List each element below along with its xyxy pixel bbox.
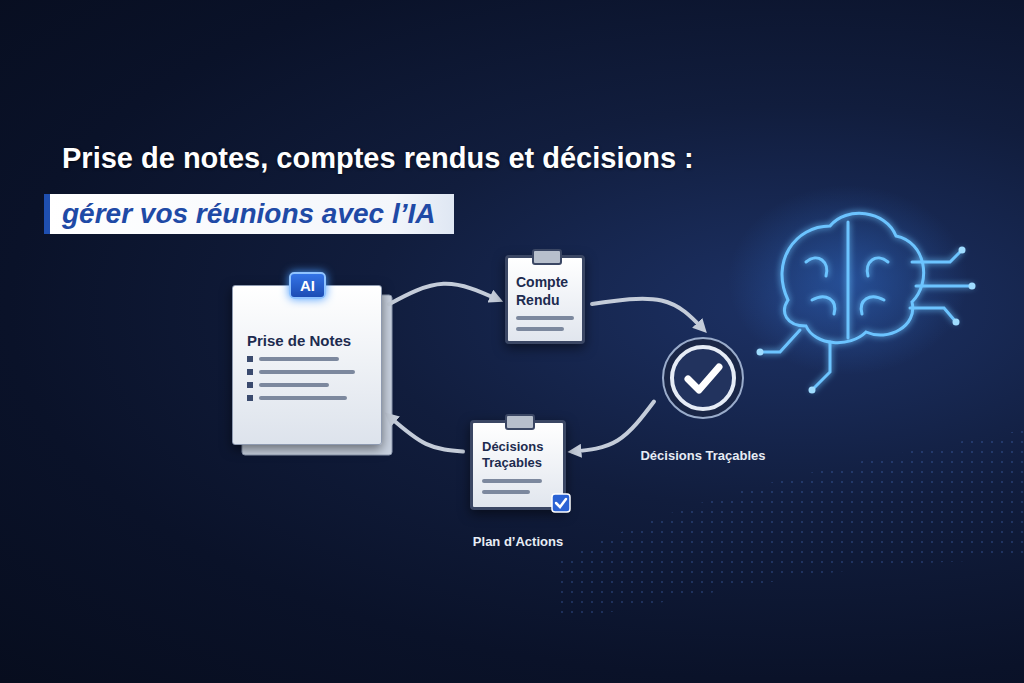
flow-arrow [389, 284, 498, 304]
bar [259, 383, 329, 387]
check-node: Décisions Traçables [628, 336, 778, 463]
text-line [516, 327, 574, 331]
subtitle: gérer vos réunions avec l’IA [62, 198, 436, 230]
title: Prise de notes, comptes rendus et décisi… [62, 142, 694, 175]
bullet [247, 382, 253, 388]
clipboard: Décisions Traçables [470, 420, 566, 510]
subtitle-banner: gérer vos réunions avec l’IA [44, 194, 454, 234]
bar [516, 327, 564, 331]
bullet [247, 356, 253, 362]
flow-arrow [592, 299, 703, 329]
bar [259, 396, 347, 400]
document-box: Prise de NotesAI [232, 285, 382, 445]
node-label: Décisions Traçables [628, 448, 778, 463]
dot-wave [560, 430, 1024, 620]
check-circle [661, 336, 745, 420]
ai-badge: AI [289, 272, 326, 299]
clipboard-clip [532, 249, 562, 265]
check-icon [661, 336, 745, 420]
node-title: Décisions Traçables [482, 439, 554, 472]
bar [482, 479, 542, 483]
checkbox-icon [551, 493, 571, 513]
document-box: Décisions TraçablesPlan d’Actions [438, 420, 598, 549]
node-title: Compte Rendu [516, 274, 574, 309]
text-line [482, 479, 554, 483]
flow-arrow [389, 416, 463, 451]
text-line [247, 382, 367, 388]
bullet [247, 369, 253, 375]
node-title: Prise de Notes [247, 332, 367, 349]
brain-glow [728, 185, 968, 375]
flow-arrow [573, 402, 654, 452]
text-line [247, 395, 367, 401]
bar [482, 490, 530, 494]
bar [516, 316, 574, 320]
document-box: Compte Rendu [505, 255, 585, 344]
text-line [247, 369, 367, 375]
node-caption: Plan d’Actions [438, 534, 598, 549]
bullet [247, 395, 253, 401]
bar [259, 357, 339, 361]
text-line [516, 316, 574, 320]
text-line [482, 490, 554, 494]
ai-badge-text: AI [300, 277, 315, 294]
clipboard-clip [505, 414, 535, 430]
bar [259, 370, 355, 374]
brain-icon [760, 213, 972, 390]
text-line [247, 356, 367, 362]
circuit-nodes [757, 247, 976, 394]
